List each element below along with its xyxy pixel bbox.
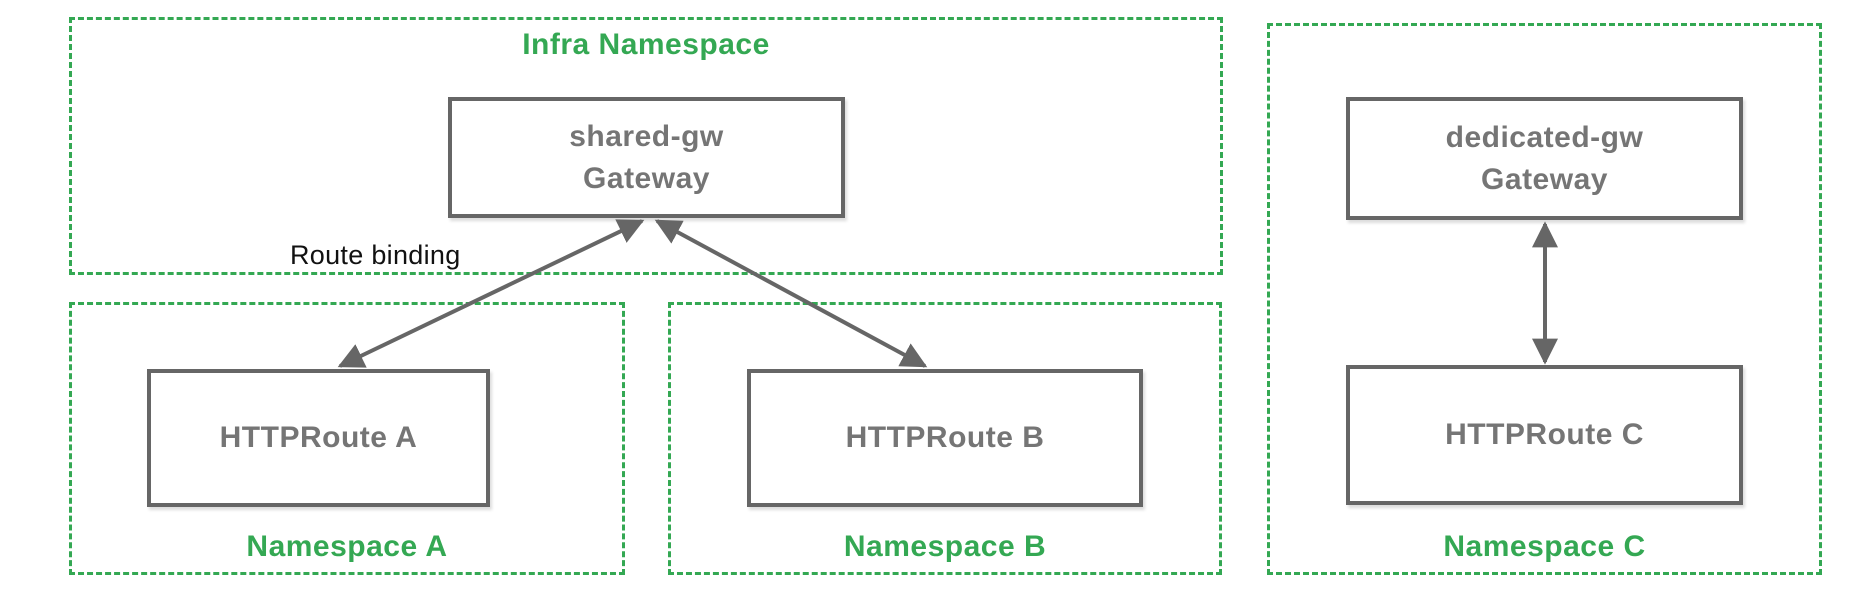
- httproute-b-node: HTTPRoute B: [747, 369, 1143, 507]
- httproute-b-label: HTTPRoute B: [845, 421, 1045, 455]
- dedicated-gw-kind: Gateway: [1481, 162, 1608, 196]
- httproute-c-node: HTTPRoute C: [1346, 365, 1743, 505]
- infra-namespace-label: Infra Namespace: [522, 28, 770, 61]
- shared-gw-kind: Gateway: [583, 161, 710, 195]
- namespace-c-label: Namespace C: [1443, 530, 1646, 563]
- namespace-a-label: Namespace A: [246, 530, 448, 563]
- namespace-b-box: Namespace B: [668, 302, 1222, 575]
- httproute-a-node: HTTPRoute A: [147, 369, 490, 507]
- httproute-c-label: HTTPRoute C: [1445, 418, 1644, 452]
- shared-gw-name: shared-gw: [569, 120, 724, 154]
- route-binding-annotation: Route binding: [290, 240, 461, 270]
- shared-gw-gateway-node: shared-gw Gateway: [448, 97, 845, 218]
- namespace-b-label: Namespace B: [843, 530, 1047, 563]
- httproute-a-label: HTTPRoute A: [219, 421, 418, 455]
- namespace-c-box: Namespace C: [1267, 23, 1822, 575]
- infra-namespace-box: Infra Namespace: [69, 17, 1223, 275]
- dedicated-gw-gateway-node: dedicated-gw Gateway: [1346, 97, 1743, 220]
- dedicated-gw-name: dedicated-gw: [1445, 121, 1644, 155]
